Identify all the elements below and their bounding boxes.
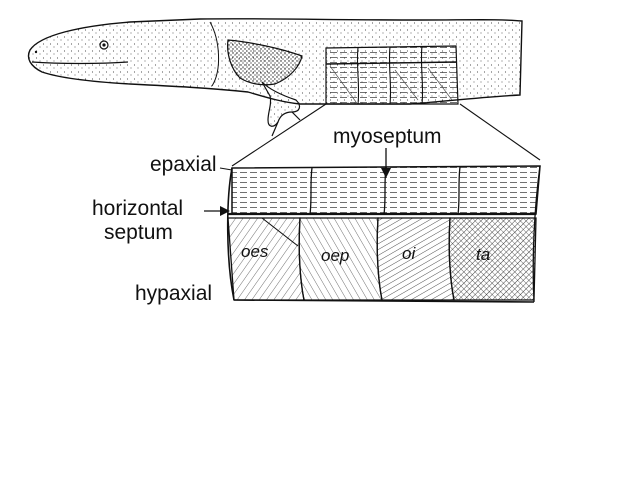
forelimb bbox=[227, 39, 303, 137]
horizontal-septum-label-line1: horizontal bbox=[92, 197, 184, 220]
segment-label-ta: ta bbox=[476, 245, 491, 264]
segment-ta-region bbox=[448, 217, 537, 301]
enlarged-muscle-block bbox=[226, 165, 541, 303]
myoseptum-line bbox=[457, 166, 461, 215]
projection-lines bbox=[231, 103, 541, 167]
segment-label-oes: oes bbox=[241, 242, 269, 261]
horizontal-septum-label-line2: septum bbox=[104, 221, 173, 244]
horizontal-septum-arrow-icon bbox=[220, 206, 230, 216]
myoseptum-arrow-icon bbox=[381, 168, 391, 178]
label-leaders bbox=[204, 148, 391, 216]
epaxial-label: epaxial bbox=[150, 153, 217, 176]
myoseptum-label: myoseptum bbox=[333, 125, 442, 148]
myoseptum-line bbox=[309, 167, 313, 215]
segment-label-oep: oep bbox=[321, 246, 350, 265]
hypaxial-label: hypaxial bbox=[135, 282, 213, 305]
segment-oi-region bbox=[376, 217, 455, 301]
segment-label-oi: oi bbox=[402, 244, 416, 263]
body-muscle-window bbox=[325, 45, 459, 105]
